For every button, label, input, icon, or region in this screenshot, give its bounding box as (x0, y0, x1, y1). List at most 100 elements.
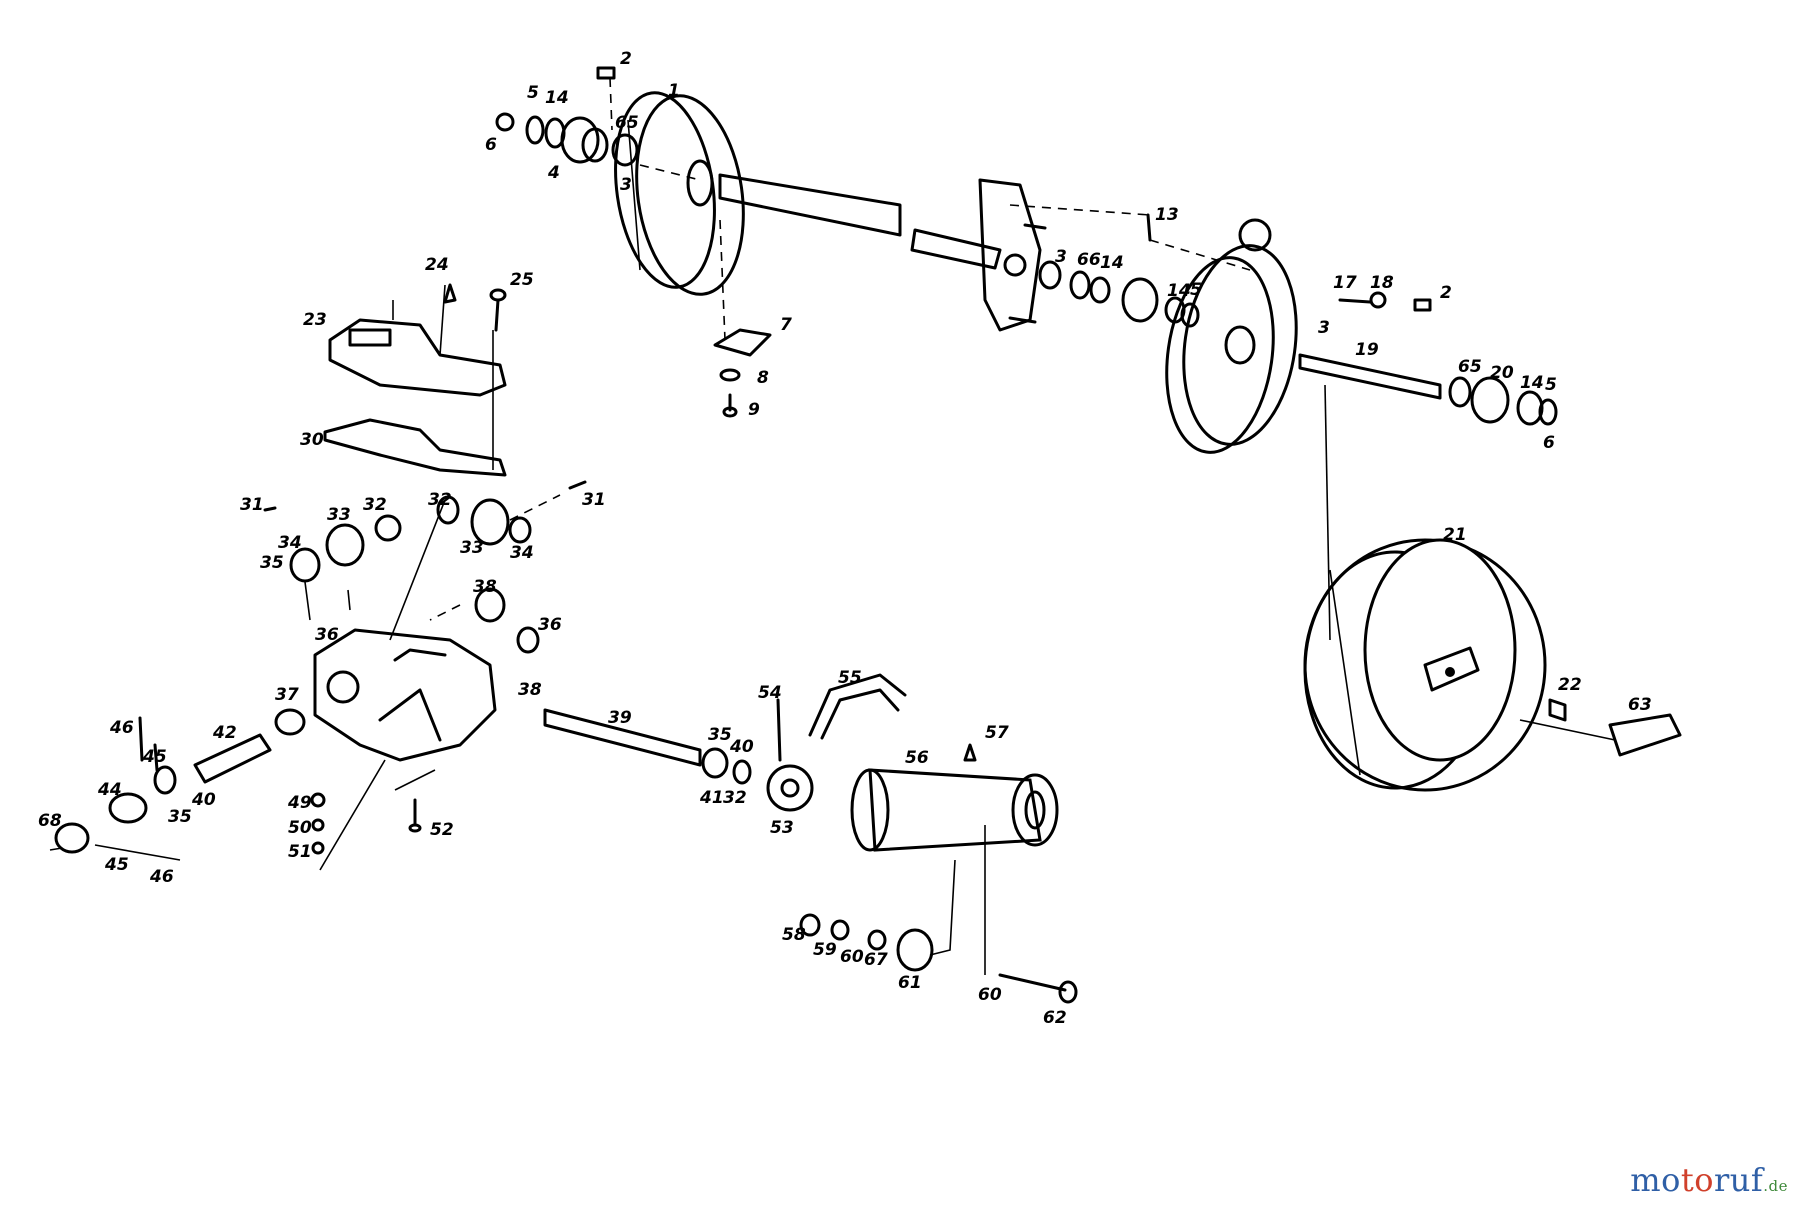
label-32: 32 (363, 495, 387, 515)
label-49: 49 (287, 793, 312, 813)
label-65: 65 (615, 113, 639, 133)
brand-part1: mo (1630, 1161, 1681, 1199)
label-45: 45 (142, 747, 167, 767)
label-52: 52 (430, 820, 454, 840)
sprocket-and-bearings (701, 698, 814, 812)
label-34: 34 (510, 543, 534, 563)
label-13: 13 (1155, 205, 1179, 225)
label-20: 20 (1490, 363, 1514, 383)
roller-56 (850, 768, 1059, 852)
label-63: 63 (1628, 695, 1652, 715)
label-35: 35 (708, 725, 732, 745)
label-6: 6 (485, 135, 497, 155)
label-58: 58 (782, 925, 806, 945)
label-59: 59 (813, 940, 837, 960)
label-40: 40 (729, 737, 754, 757)
roller-fasteners (799, 743, 1078, 1004)
label-44: 44 (97, 780, 122, 800)
label-33: 33 (460, 538, 484, 558)
right-stub-shaft (1298, 353, 1442, 400)
gearbox-housing (313, 628, 497, 762)
label-35: 35 (260, 553, 284, 573)
label-42: 42 (212, 723, 237, 743)
label-14: 14 (1100, 253, 1124, 273)
label-24: 24 (425, 255, 449, 275)
hub-cap-parts (1548, 698, 1682, 757)
label-57: 57 (985, 723, 1009, 743)
left-linkage-parts (49, 716, 181, 861)
label-55: 55 (838, 668, 862, 688)
brand-logo: motoruf.de (1630, 1161, 1788, 1199)
cover-gasket (323, 418, 507, 477)
label-60: 60 (978, 985, 1002, 1005)
label-5: 5 (1545, 375, 1557, 395)
label-37: 37 (275, 685, 299, 705)
screw-assembly-7-9 (713, 328, 772, 418)
label-62: 62 (1043, 1008, 1067, 1028)
label-51: 51 (288, 842, 312, 862)
label-8: 8 (757, 368, 769, 388)
brand-suffix: .de (1763, 1177, 1788, 1195)
label-34: 34 (278, 533, 302, 553)
label-14: 14 (1167, 281, 1191, 301)
label-19: 19 (1355, 340, 1379, 360)
brand-part3: ruf (1714, 1161, 1764, 1199)
label-61: 61 (898, 973, 922, 993)
label-6: 6 (1543, 433, 1555, 453)
label-7: 7 (780, 315, 792, 335)
label-53: 53 (770, 818, 794, 838)
part-labels: 1 2 2 3 3 3 4 5 5 5 6 6 7 8 9 40 40 13 1… (38, 49, 1652, 1028)
label-5: 5 (527, 83, 539, 103)
small-gears-right (1338, 291, 1558, 426)
label-3: 3 (620, 175, 632, 195)
right-drive-wheel-disc (1165, 218, 1298, 454)
label-2: 2 (620, 49, 632, 69)
label-4: 4 (547, 163, 560, 183)
label-32: 32 (428, 490, 452, 510)
label-65: 65 (1458, 357, 1482, 377)
label-14: 14 (545, 88, 569, 108)
brand-part2: to (1680, 1161, 1714, 1199)
drive-axle (718, 173, 1002, 270)
small-gears-middle (1038, 213, 1200, 328)
label-46: 46 (149, 867, 174, 887)
label-22: 22 (1558, 675, 1582, 695)
label-54: 54 (758, 683, 782, 703)
label-17: 17 (1333, 273, 1357, 293)
bolts-49-52 (310, 769, 436, 855)
gearbox-cover (328, 318, 507, 397)
cover-screws (443, 283, 507, 332)
label-21: 21 (1443, 525, 1467, 545)
label-66: 66 (1077, 250, 1101, 270)
label-46: 46 (109, 718, 134, 738)
label-1: 1 (668, 81, 680, 101)
label-40: 40 (191, 790, 216, 810)
leader-lines (304, 77, 1616, 975)
rear-wheel-21 (1303, 538, 1547, 792)
label-25: 25 (510, 270, 534, 290)
label-31: 31 (582, 490, 606, 510)
label-2: 2 (1440, 283, 1452, 303)
label-30: 30 (300, 430, 324, 450)
label-35: 35 (168, 807, 192, 827)
label-36: 36 (538, 615, 562, 635)
label-50: 50 (288, 818, 312, 838)
label-14: 14 (1520, 373, 1544, 393)
label-68: 68 (38, 811, 62, 831)
label-32: 32 (723, 788, 747, 808)
small-gears-left (495, 66, 639, 167)
label-36: 36 (315, 625, 339, 645)
label-39: 39 (608, 708, 632, 728)
drive-chain-55 (808, 673, 907, 740)
label-3: 3 (1055, 247, 1067, 267)
left-drive-wheel-disc (614, 91, 745, 296)
main-shaft-39 (543, 708, 702, 767)
label-38: 38 (473, 577, 497, 597)
label-56: 56 (905, 748, 929, 768)
label-3: 3 (1318, 318, 1330, 338)
gearbox-bearings (263, 480, 587, 654)
input-shaft-42 (193, 708, 306, 784)
label-41: 41 (699, 788, 724, 808)
label-23: 23 (303, 310, 327, 330)
label-33: 33 (327, 505, 351, 525)
